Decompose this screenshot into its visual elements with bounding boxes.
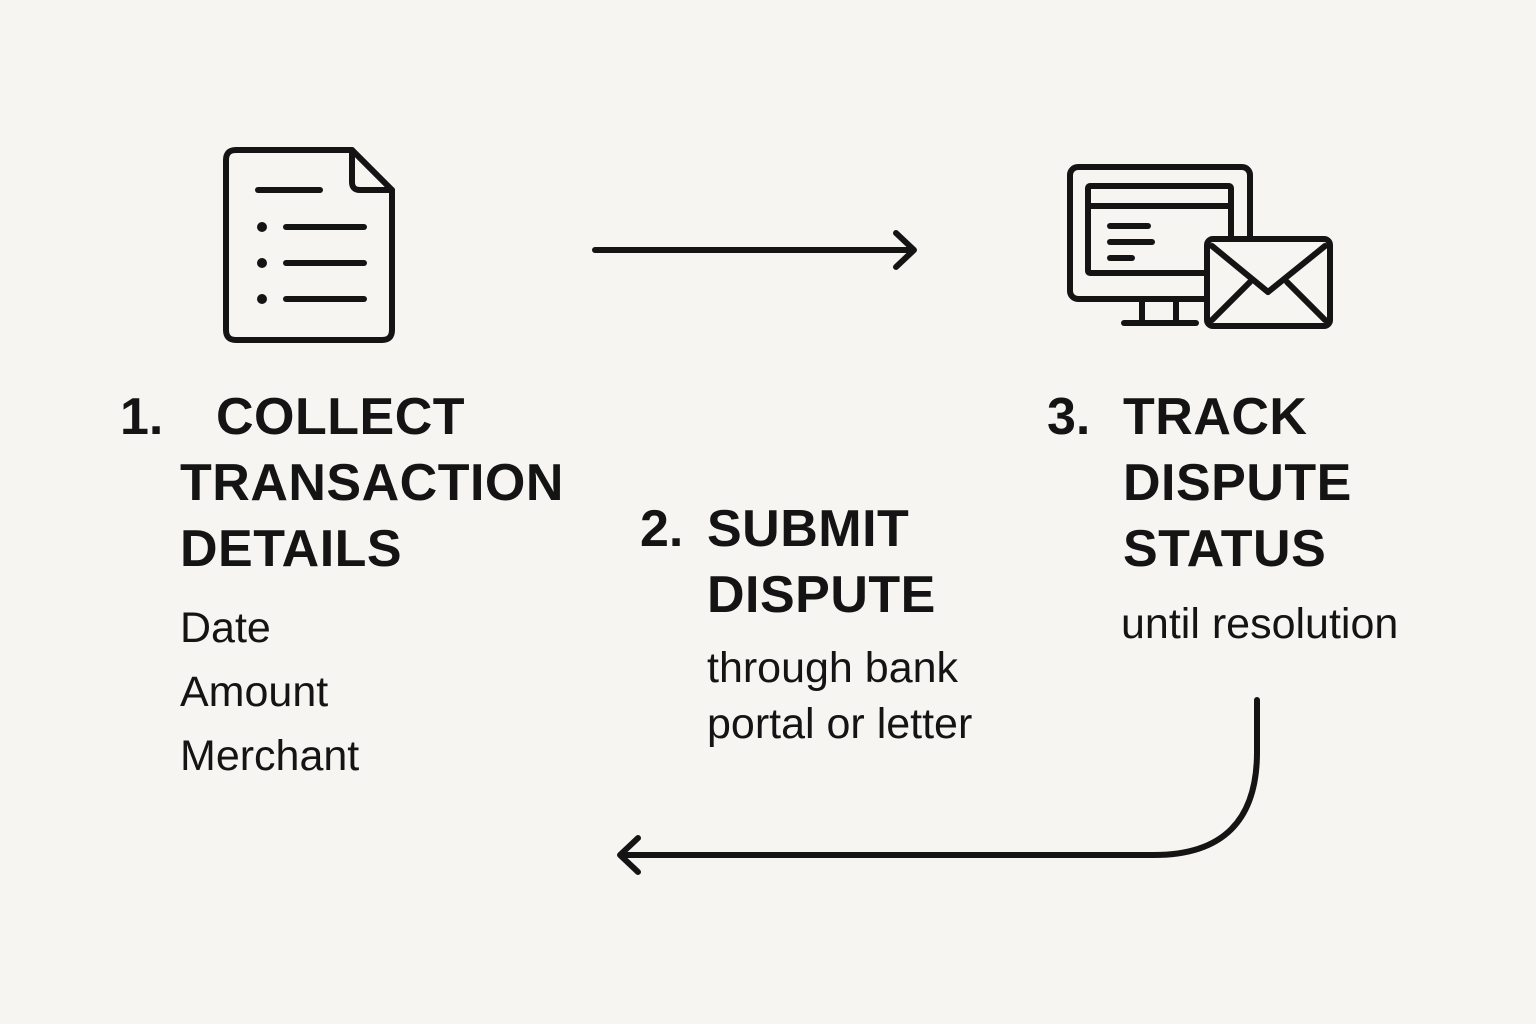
step-1-title: COLLECT TRANSACTION DETAILS <box>180 384 564 582</box>
right-arrow-icon <box>592 230 917 270</box>
step-2-number: 2. <box>640 500 684 558</box>
step-2-title-line: SUBMIT <box>707 500 910 558</box>
step-3-title-line: TRACK <box>1123 388 1308 446</box>
return-arrow-icon <box>617 697 1260 875</box>
step-1-detail-line: Amount <box>180 668 329 716</box>
step-2-details: through bank portal or letter <box>707 640 972 752</box>
step-1-title-line: TRANSACTION <box>180 454 564 512</box>
step-1-detail-line: Merchant <box>180 732 360 780</box>
step-1-title-line: COLLECT <box>216 388 466 446</box>
step-2-detail-line: through bank <box>707 644 959 692</box>
step-3-number: 3. <box>1047 388 1091 446</box>
step-3-detail-line: until resolution <box>1121 600 1399 648</box>
step-2-detail-line: portal or letter <box>707 700 973 748</box>
step-3-details: until resolution <box>1121 596 1398 652</box>
step-3-title-line: STATUS <box>1123 520 1327 578</box>
step-3-title-line: DISPUTE <box>1123 454 1352 512</box>
monitor-envelope-icon <box>1067 164 1333 329</box>
step-2-title: SUBMIT DISPUTE <box>707 496 936 628</box>
step-1-detail-line: Date <box>180 604 271 652</box>
document-list-icon <box>223 147 395 343</box>
step-1-title-line: DETAILS <box>180 520 403 578</box>
step-3-title: TRACK DISPUTE STATUS <box>1123 384 1352 582</box>
step-1-details: Date Amount Merchant <box>180 596 359 788</box>
step-2-title-line: DISPUTE <box>707 566 936 624</box>
step-1-number: 1. <box>120 388 164 446</box>
